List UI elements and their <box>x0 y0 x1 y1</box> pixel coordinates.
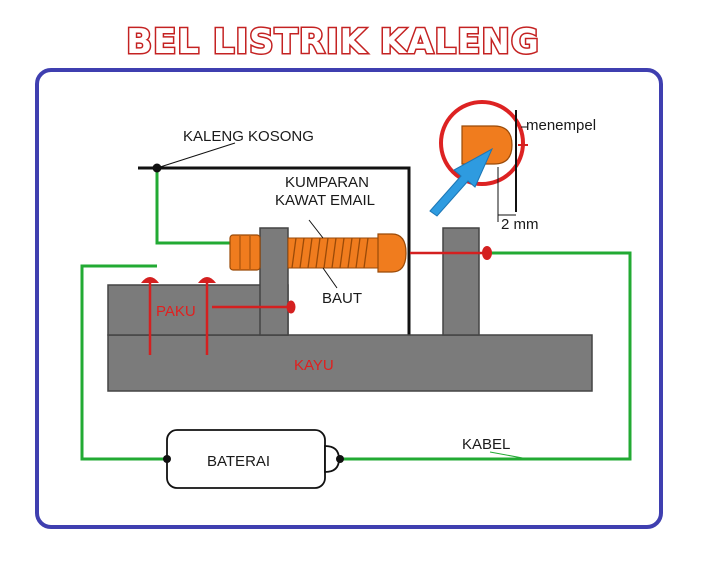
green-wires <box>80 170 632 461</box>
label-gap: 2 mm <box>501 216 539 233</box>
gap-dimension <box>497 167 516 222</box>
outer-frame <box>35 68 663 529</box>
contact-post <box>442 227 480 336</box>
diagram-title: BEL LISTRIK KALENG <box>126 22 540 62</box>
cable-leader <box>489 451 529 460</box>
wood-base <box>107 334 593 392</box>
wood-block <box>107 284 289 336</box>
coil-windings <box>291 237 369 269</box>
label-bolt: BAUT <box>322 290 362 307</box>
can-wire <box>155 170 233 245</box>
nail-left <box>141 277 159 355</box>
label-empty-can: KALENG KOSONG <box>183 128 314 145</box>
left-circuit-wire <box>80 264 167 461</box>
zoom-detail <box>429 100 528 222</box>
coil-leader <box>308 219 324 239</box>
label-battery: BATERAI <box>207 453 270 470</box>
bolt-nut <box>229 234 261 271</box>
nail-horizontal <box>212 300 296 314</box>
can-leader <box>156 142 236 169</box>
label-wood: KAYU <box>294 357 334 374</box>
nails <box>141 277 296 355</box>
bolt-head <box>377 233 407 273</box>
label-coil-line1: KUMPARAN <box>285 174 369 191</box>
leader-lines <box>156 142 529 460</box>
right-circuit-wire <box>341 251 632 461</box>
zoom-bolt-head <box>461 125 513 165</box>
label-sticks: menempel <box>526 117 596 134</box>
label-coil-line2: KAWAT EMAIL <box>275 192 375 209</box>
label-nail: PAKU <box>156 303 196 320</box>
bolt <box>229 233 407 273</box>
bolt-leader <box>322 267 338 289</box>
wood-post <box>259 227 289 336</box>
zoom-arrow <box>429 147 494 217</box>
battery <box>163 429 344 489</box>
contact-nail <box>410 246 492 260</box>
nail-middle <box>198 277 216 355</box>
label-cable: KABEL <box>462 436 510 453</box>
